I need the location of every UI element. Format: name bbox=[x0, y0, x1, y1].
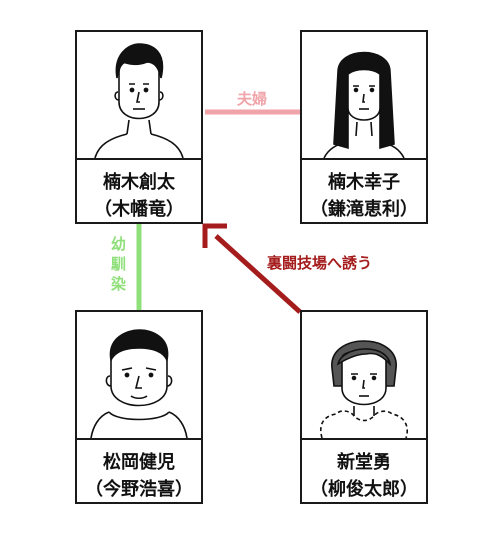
invite-arrowhead bbox=[202, 223, 227, 248]
portrait-matsuoka-kenji bbox=[77, 312, 201, 438]
person-alias: （柳俊太郎） bbox=[310, 479, 418, 500]
person-name: 楠木幸子 bbox=[328, 172, 400, 193]
person-alias: （木幡竜） bbox=[94, 199, 184, 220]
person-card-matsuoka-kenji: 松岡健児 （今野浩喜） bbox=[75, 310, 203, 504]
portrait-shindou-yuu bbox=[302, 312, 426, 438]
person-name: 楠木創太 bbox=[103, 172, 175, 193]
invite-arrow-line bbox=[214, 234, 302, 314]
person-card-kusunoki-sachiko: 楠木幸子 （鎌滝恵利） bbox=[300, 30, 428, 224]
card-divider bbox=[77, 158, 201, 160]
card-divider bbox=[77, 438, 201, 440]
person-card-kusunoki-souta: 楠木創太 （木幡竜） bbox=[75, 30, 203, 224]
portrait-kusunoki-souta bbox=[77, 32, 201, 158]
childhood-friend-label: 幼馴染 bbox=[111, 235, 127, 293]
person-card-shindou-yuu: 新堂勇 （柳俊太郎） bbox=[300, 310, 428, 504]
person-name: 松岡健児 bbox=[103, 452, 175, 473]
invite-label: 裏闘技場へ誘う bbox=[267, 254, 373, 272]
card-divider bbox=[302, 158, 426, 160]
card-divider bbox=[302, 438, 426, 440]
person-name: 新堂勇 bbox=[337, 452, 391, 473]
person-alias: （鎌滝恵利） bbox=[310, 199, 418, 220]
person-alias: （今野浩喜） bbox=[85, 479, 193, 500]
portrait-kusunoki-sachiko bbox=[302, 32, 426, 158]
spouse-label: 夫婦 bbox=[237, 90, 268, 108]
